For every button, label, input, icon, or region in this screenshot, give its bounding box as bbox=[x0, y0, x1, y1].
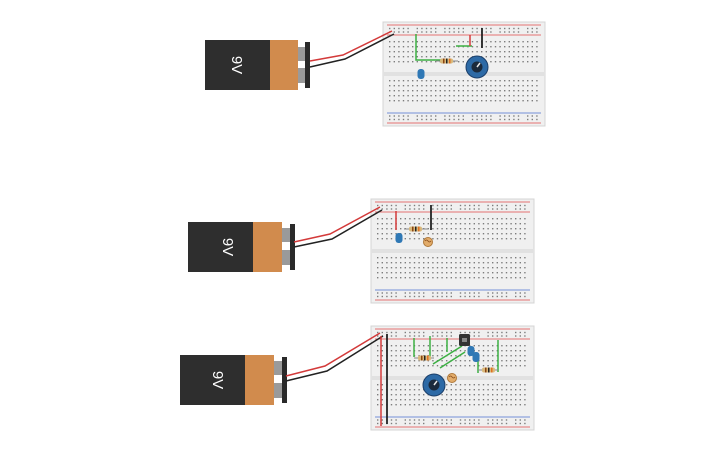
battery-terminal-icon bbox=[274, 383, 282, 398]
circuit-top: 9V bbox=[205, 21, 546, 127]
transistor-icon[interactable] bbox=[459, 334, 470, 346]
battery-label: 9V bbox=[209, 371, 226, 389]
photoresistor-icon[interactable] bbox=[447, 373, 457, 383]
resistor-icon[interactable] bbox=[436, 58, 458, 64]
led-icon[interactable] bbox=[395, 233, 403, 243]
battery-terminal-icon bbox=[282, 250, 290, 265]
breadboard[interactable] bbox=[370, 198, 535, 304]
resistor-icon[interactable] bbox=[478, 367, 498, 373]
battery-terminal-icon bbox=[298, 47, 306, 61]
battery-9v[interactable]: 9V bbox=[188, 222, 295, 272]
battery-terminal-icon bbox=[282, 228, 290, 242]
breadboard[interactable] bbox=[382, 21, 546, 127]
battery-terminal-icon bbox=[274, 361, 282, 375]
power-wires[interactable] bbox=[285, 332, 384, 382]
potentiometer-icon[interactable] bbox=[465, 55, 489, 79]
power-wires[interactable] bbox=[293, 206, 383, 248]
resistor-icon[interactable] bbox=[404, 226, 428, 232]
battery-label: 9V bbox=[219, 238, 236, 256]
battery-clip-icon bbox=[290, 224, 295, 270]
battery-clip-icon bbox=[305, 42, 310, 88]
battery-label: 9V bbox=[228, 56, 245, 74]
led-icon[interactable] bbox=[467, 346, 480, 362]
circuit-bottom: 9V bbox=[180, 325, 535, 431]
power-wires[interactable] bbox=[309, 30, 395, 68]
photoresistor-icon[interactable] bbox=[423, 237, 433, 247]
potentiometer-icon[interactable] bbox=[422, 373, 446, 397]
resistor-icon[interactable] bbox=[414, 355, 434, 361]
led-icon[interactable] bbox=[417, 69, 425, 79]
battery-9v[interactable]: 9V bbox=[205, 40, 310, 90]
battery-9v[interactable]: 9V bbox=[180, 355, 287, 405]
circuit-middle: 9V bbox=[188, 198, 535, 304]
battery-clip-icon bbox=[282, 357, 287, 403]
battery-terminal-icon bbox=[298, 68, 306, 83]
wire-green[interactable] bbox=[413, 336, 499, 373]
